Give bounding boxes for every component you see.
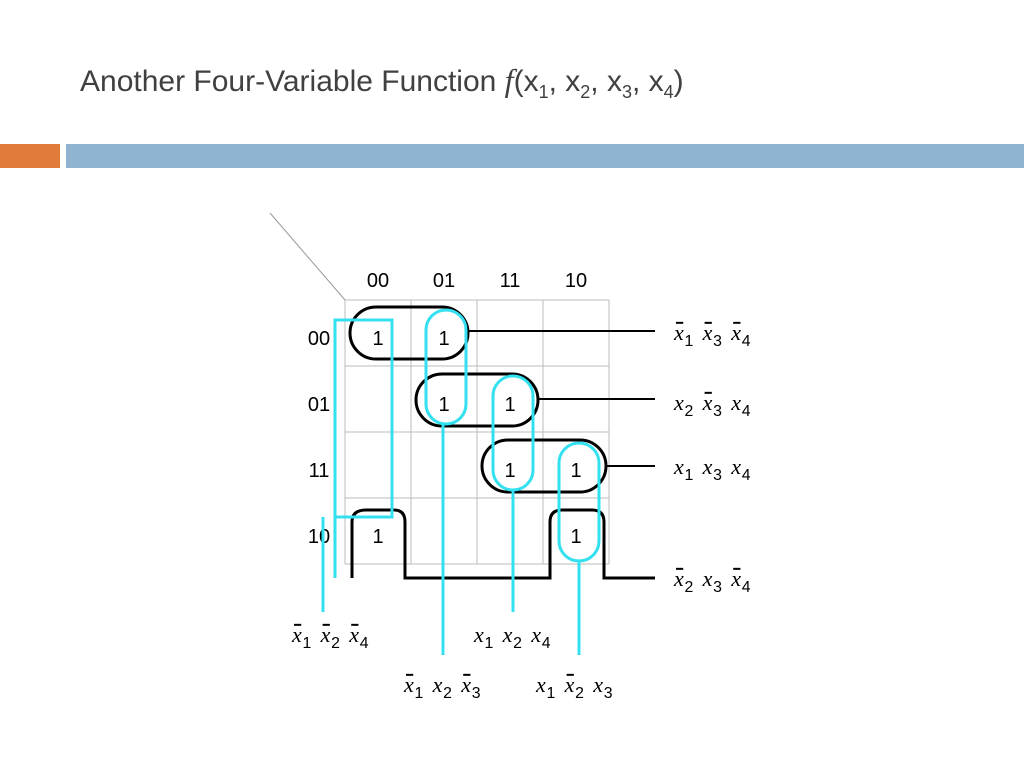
term-variable: x <box>291 622 302 647</box>
row-header: 11 <box>309 460 330 482</box>
corner-diagonal <box>269 212 346 301</box>
title-arg: x1 <box>523 65 549 102</box>
title-arg: x2 <box>565 65 591 102</box>
term-subscript: 1 <box>303 635 312 652</box>
term-variable: x <box>673 566 684 591</box>
term-subscript: 3 <box>604 685 613 702</box>
term-subscript: 3 <box>713 579 722 596</box>
term-subscript: 2 <box>513 635 522 652</box>
cell-value: 1 <box>570 526 581 548</box>
term-variable: x <box>702 390 713 415</box>
term-variable: x <box>460 672 471 697</box>
cell-value: 1 <box>372 328 383 350</box>
cell-value: 1 <box>504 460 515 482</box>
term-variable: x <box>730 320 741 345</box>
term-variable: x <box>673 320 684 345</box>
loop-cyan-column01 <box>424 308 468 426</box>
term-variable: x <box>473 622 484 647</box>
column-header: 10 <box>565 270 587 292</box>
title-function-name: f <box>504 62 514 98</box>
term-variable: x <box>673 390 684 415</box>
term-subscript: 4 <box>742 403 751 420</box>
title-separator: , <box>631 65 649 98</box>
column-header: 01 <box>433 270 455 292</box>
title-close-paren: ) <box>673 65 684 98</box>
term-variable: x <box>432 672 443 697</box>
header-divider-bar <box>66 144 1024 168</box>
term-subscript: 3 <box>713 403 722 420</box>
cell-value: 1 <box>372 526 383 548</box>
term-variable: x <box>702 320 713 345</box>
row-header: 01 <box>308 394 330 416</box>
title-arg: x3 <box>606 65 632 102</box>
term-subscript: 3 <box>713 467 722 484</box>
term-subscript: 4 <box>742 579 751 596</box>
row-header: 00 <box>308 328 330 350</box>
term-subscript: 1 <box>685 467 694 484</box>
cell-value: 1 <box>438 328 449 350</box>
term-variable: x <box>530 622 541 647</box>
term-subscript: 2 <box>575 685 584 702</box>
term-subscript: 2 <box>685 403 694 420</box>
term-variable: x <box>702 454 713 479</box>
term-subscript: 2 <box>331 635 340 652</box>
term-variable: x <box>730 566 741 591</box>
term-variable: x <box>320 622 331 647</box>
term-subscript: 2 <box>685 579 694 596</box>
term-variable: x <box>730 390 741 415</box>
term-subscript: 1 <box>485 635 494 652</box>
cell-value: 1 <box>504 394 515 416</box>
title-text: Another Four-Variable Function <box>80 65 505 98</box>
term-variable: x <box>730 454 741 479</box>
title-separator: , <box>548 65 566 98</box>
kmap-grid <box>344 299 610 565</box>
term-variable: x <box>348 622 359 647</box>
term-variable: x <box>592 672 603 697</box>
cell-value: 1 <box>570 460 581 482</box>
term-variable: x <box>403 672 414 697</box>
term-subscript: 3 <box>713 333 722 350</box>
term-variable: x <box>673 454 684 479</box>
loop-black-row00 <box>348 305 470 361</box>
term-variable: x <box>502 622 513 647</box>
loop-black-corners <box>350 508 655 580</box>
term-subscript: 2 <box>443 685 452 702</box>
title-separator: , <box>590 65 607 98</box>
term-subscript: 4 <box>742 333 751 350</box>
term-subscript: 1 <box>547 685 556 702</box>
title-arg: x4 <box>648 65 674 102</box>
term-variable: x <box>702 566 713 591</box>
loop-cyan-column00-wrap <box>333 318 394 578</box>
term-subscript: 1 <box>415 685 424 702</box>
term-variable: x <box>535 672 546 697</box>
accent-bar <box>0 144 60 168</box>
term-subscript: 3 <box>472 685 481 702</box>
term-variable: x <box>564 672 575 697</box>
term-subscript: 4 <box>742 467 751 484</box>
slide-title: Another Four-Variable Function f(x1, x2,… <box>80 62 684 103</box>
column-header: 11 <box>500 270 521 292</box>
term-subscript: 1 <box>685 333 694 350</box>
column-header: 00 <box>367 270 389 292</box>
term-subscript: 4 <box>542 635 551 652</box>
cell-value: 1 <box>438 394 449 416</box>
title-open-paren: ( <box>513 65 524 98</box>
term-subscript: 4 <box>360 635 369 652</box>
row-header: 10 <box>308 526 330 548</box>
